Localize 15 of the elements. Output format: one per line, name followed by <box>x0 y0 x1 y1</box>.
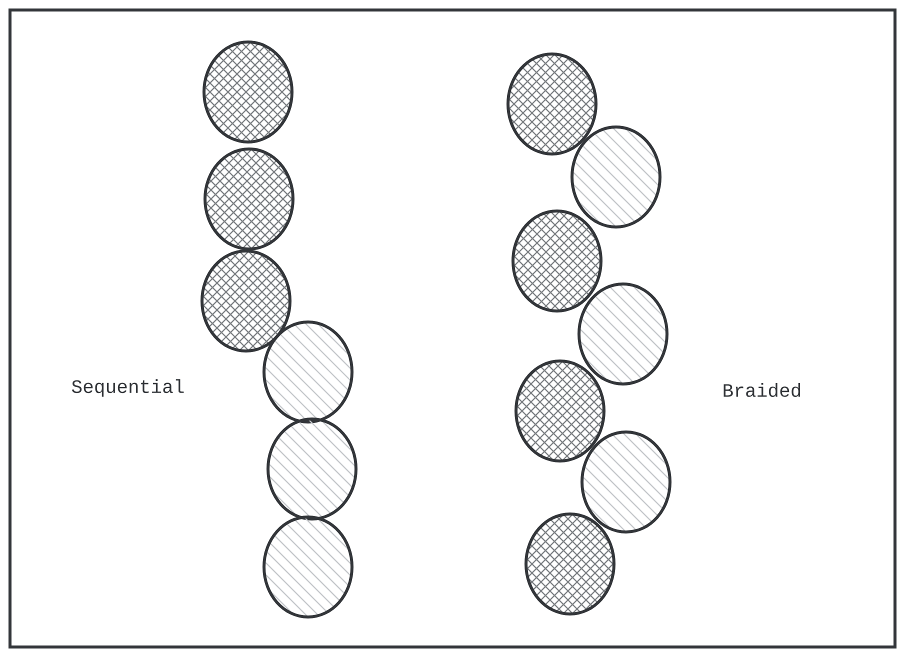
hatched-circle <box>580 430 672 534</box>
hatched-circle <box>524 512 616 616</box>
hatched-circle <box>512 209 602 312</box>
side-label: Braided <box>724 383 800 397</box>
hatched-circle <box>202 40 294 144</box>
hatched-circle <box>204 147 294 250</box>
hatched-circle <box>570 125 662 228</box>
side-label: Sequential <box>72 379 184 397</box>
hatched-circle <box>200 249 292 352</box>
hatched-circle <box>506 52 598 156</box>
hatched-circle <box>262 515 354 618</box>
hatched-circle <box>262 320 354 424</box>
hatched-circle <box>266 417 358 520</box>
hatched-circle <box>578 282 668 386</box>
hatched-circle <box>514 359 606 462</box>
